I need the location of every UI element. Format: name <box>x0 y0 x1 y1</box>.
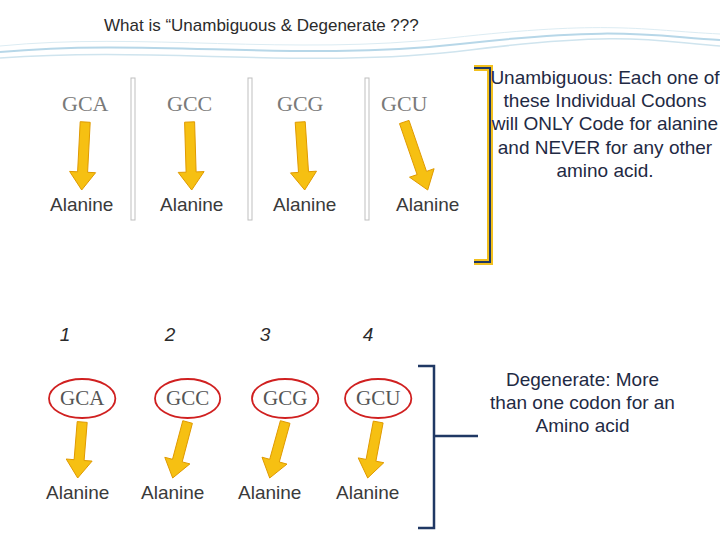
amino-acid-text: Alanine <box>235 481 304 505</box>
slide-title: What is “Unambiguous & Degenerate ??? <box>104 16 419 36</box>
circled-codon: GCU <box>344 378 412 419</box>
column-divider <box>131 78 135 220</box>
block-arrow <box>358 421 384 478</box>
node-text: GCU <box>356 386 400 411</box>
codon-text: GCU <box>377 89 431 119</box>
node-text: Alanine <box>238 482 301 504</box>
node-text: Alanine <box>273 194 336 216</box>
node-text: GCG <box>277 91 323 117</box>
callout-number: 1 <box>55 323 75 346</box>
circle-outline <box>155 379 220 418</box>
node-text: GCC <box>166 386 209 411</box>
codon-text: GCA <box>58 89 112 119</box>
node-text: GCU <box>381 91 427 117</box>
amino-acid-text: Alanine <box>270 193 339 217</box>
callout-note: Unambiguous: Each one of these Individua… <box>488 66 720 182</box>
circle-outline <box>49 379 115 418</box>
circle-outline <box>252 379 318 418</box>
codon-text: GCC <box>163 89 216 119</box>
codon-text: GCG <box>273 89 327 119</box>
block-arrow <box>262 421 290 478</box>
circled-codon: GCA <box>48 378 116 419</box>
block-arrow <box>70 122 96 190</box>
block-arrow <box>165 421 193 478</box>
node-text: Alanine <box>160 194 223 216</box>
block-arrow <box>400 120 435 190</box>
node-text: Alanine <box>336 482 399 504</box>
circle-outline <box>345 379 411 418</box>
column-divider <box>248 78 252 220</box>
amino-acid-text: Alanine <box>43 481 112 505</box>
circled-codon: GCC <box>154 378 221 419</box>
node-text: GCA <box>62 91 108 117</box>
circled-codon: GCG <box>251 378 319 419</box>
bracket <box>418 366 478 528</box>
block-arrow <box>291 122 317 190</box>
column-divider <box>365 78 369 220</box>
block-arrow <box>178 122 204 190</box>
wave-line <box>0 34 720 52</box>
callout-note: Degenerate: More than one codon for an A… <box>490 368 675 438</box>
node-text: Alanine <box>46 482 109 504</box>
bracket <box>474 68 490 262</box>
callout-number: 4 <box>358 323 378 346</box>
amino-acid-text: Alanine <box>47 193 116 217</box>
amino-acid-text: Alanine <box>138 481 207 505</box>
node-text: Alanine <box>396 194 459 216</box>
node-text: GCA <box>60 386 104 411</box>
node-text: Alanine <box>141 482 204 504</box>
amino-acid-text: Alanine <box>393 193 462 217</box>
node-text: Alanine <box>50 194 113 216</box>
node-text: GCG <box>263 386 307 411</box>
bracket <box>474 68 490 262</box>
block-arrow <box>66 422 92 478</box>
amino-acid-text: Alanine <box>333 481 402 505</box>
node-text: GCC <box>167 91 212 117</box>
callout-number: 2 <box>160 323 180 346</box>
callout-number: 3 <box>255 323 275 346</box>
amino-acid-text: Alanine <box>157 193 226 217</box>
